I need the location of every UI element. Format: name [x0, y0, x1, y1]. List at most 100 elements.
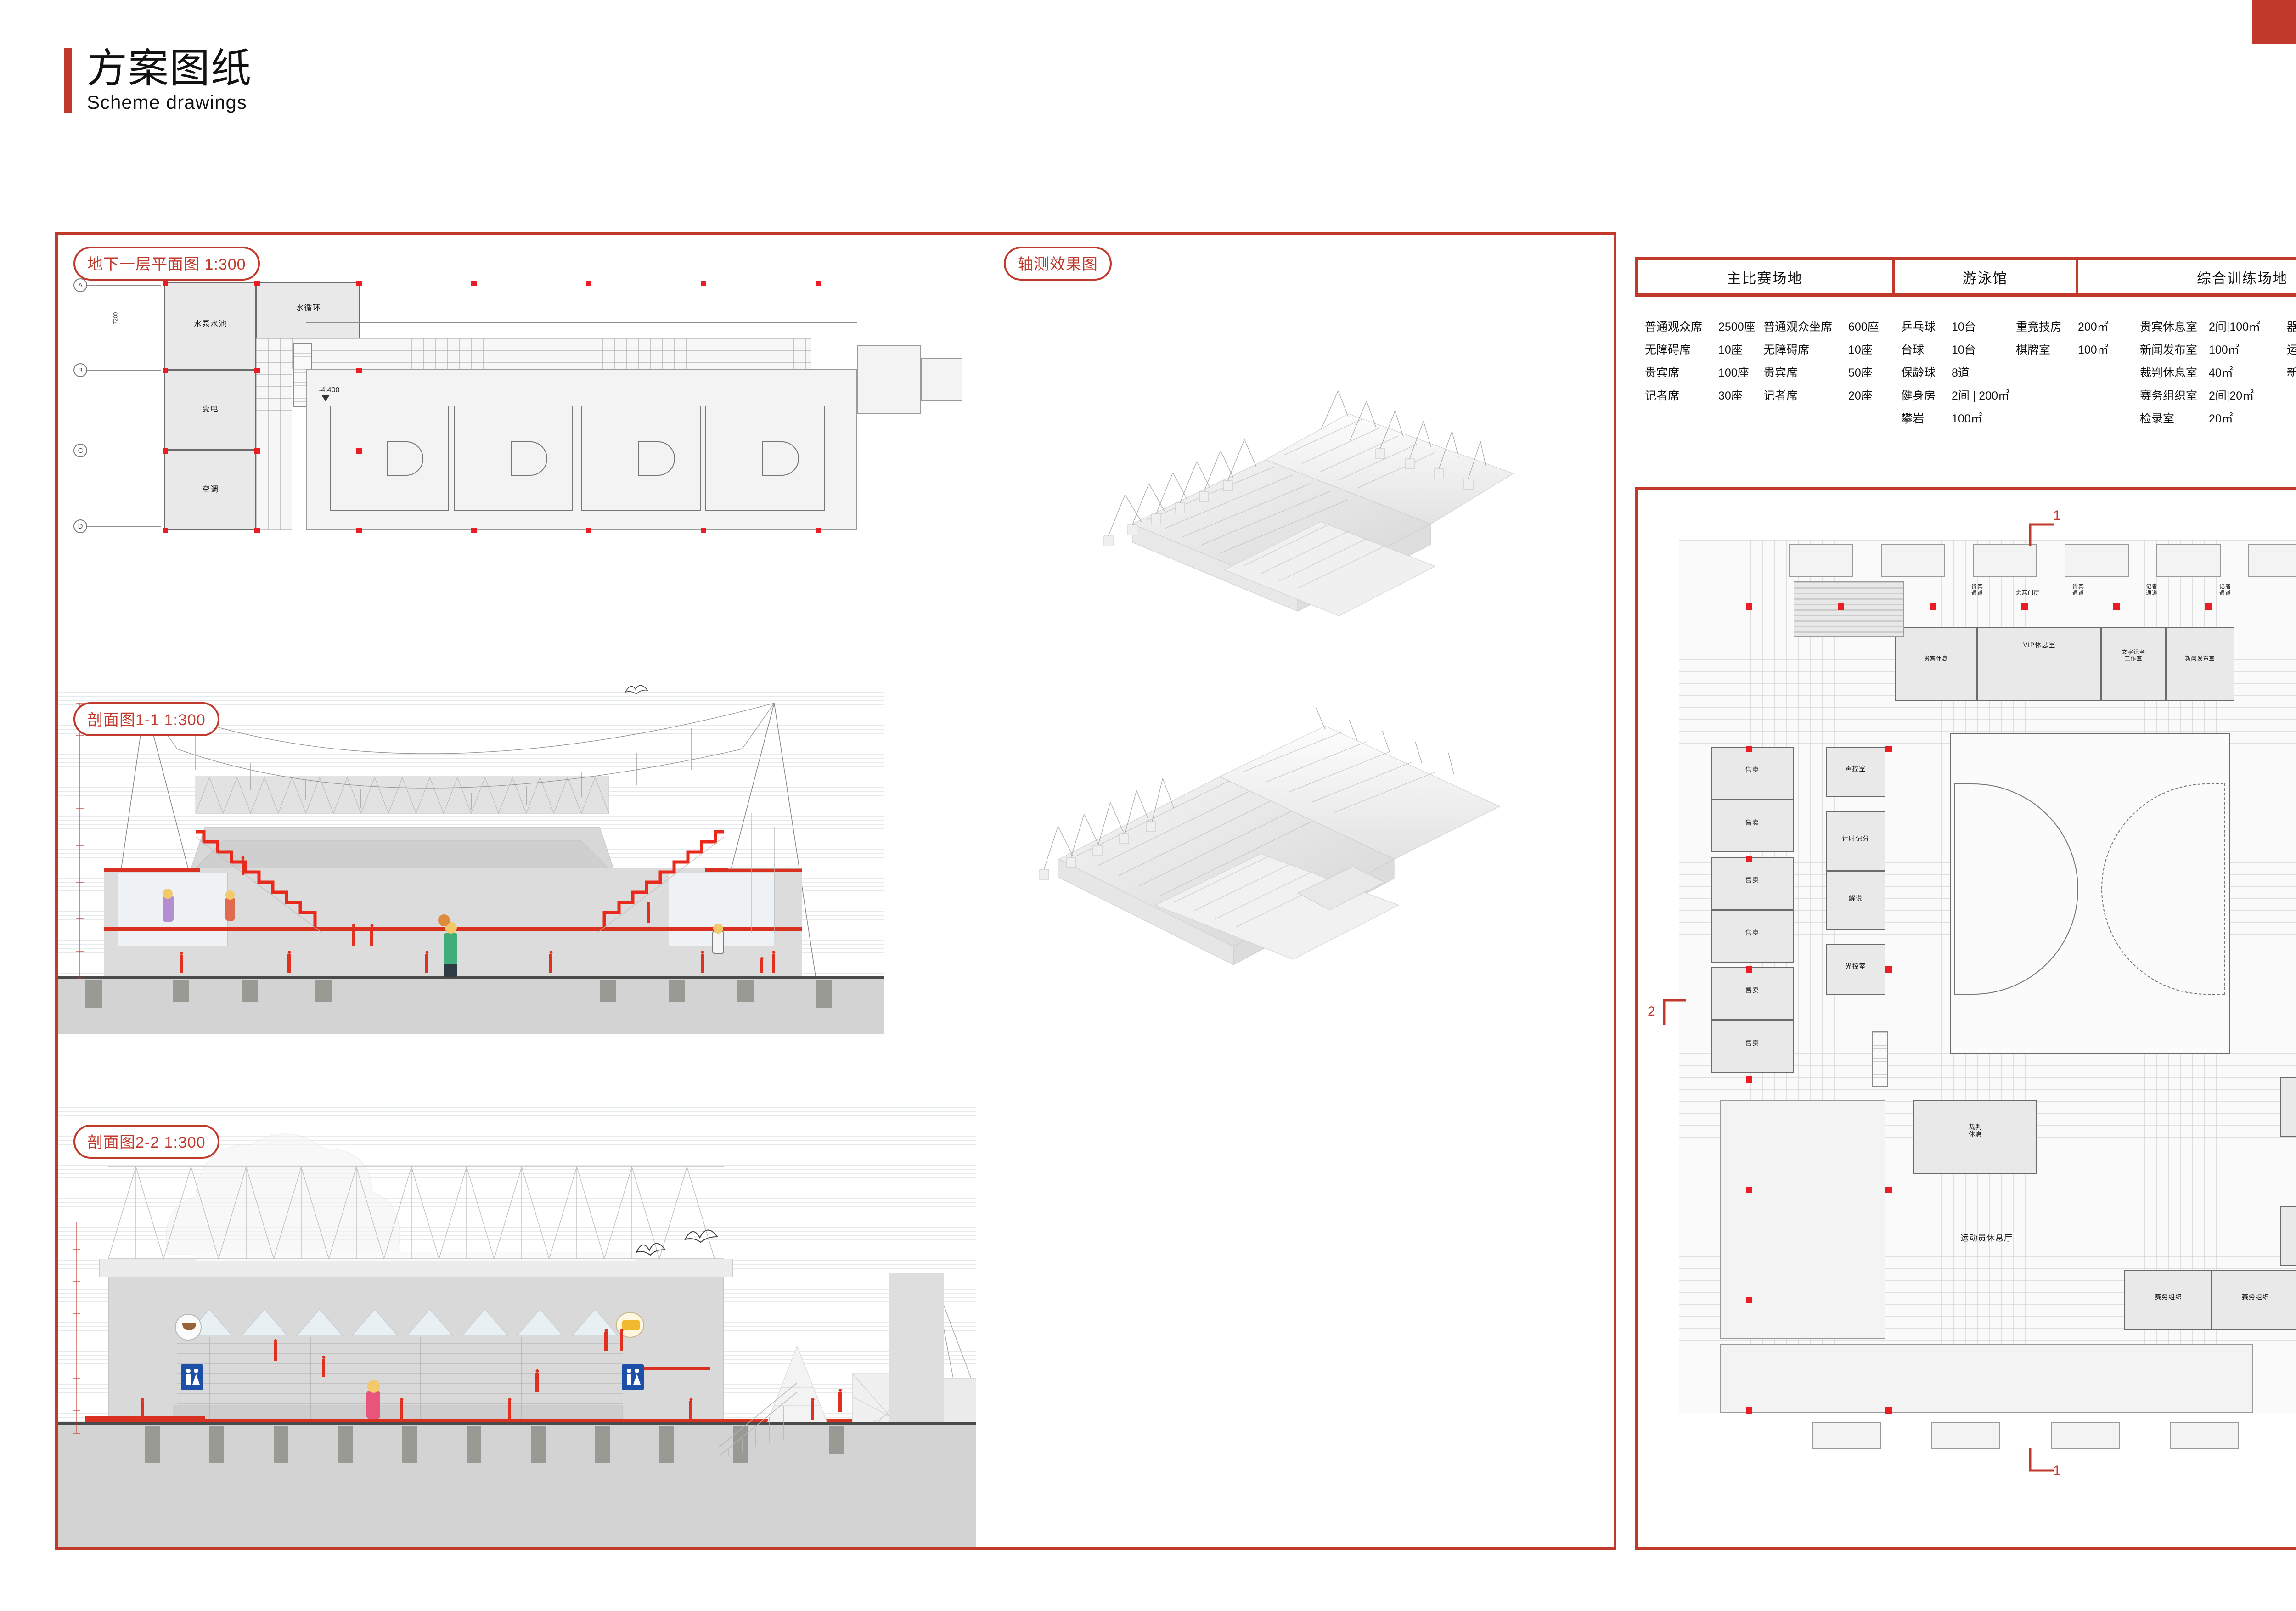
court-arc — [762, 441, 799, 476]
grid-bubble-d: D — [73, 519, 87, 533]
entrance-canopy-bottom — [1812, 1422, 1881, 1449]
spec-value: 20㎡ — [2209, 412, 2233, 425]
basketball-court — [454, 406, 573, 511]
basketball-court — [581, 406, 701, 511]
basketball-icon — [438, 914, 450, 926]
circulation-corridor — [292, 338, 811, 369]
dimension-text: 7200 — [112, 312, 119, 325]
spec-value: 50座 — [1848, 366, 1873, 379]
spec-value: 2间|100㎡ — [2209, 321, 2261, 333]
room-sound-control — [1826, 747, 1885, 797]
room-label: 售卖 — [1745, 819, 1759, 826]
left-drawing-panel: A B C D 7200 水泵水池 变电 空调 水循环 -4. — [55, 232, 1616, 1550]
scale-figure-head — [163, 889, 173, 899]
restroom-sign-icon — [181, 1364, 203, 1390]
spec-key: 器械室 — [2287, 321, 2296, 333]
structural-column — [254, 528, 260, 533]
tag-section-1-1: 剖面图1-1 1:300 — [73, 702, 219, 736]
spec-key: 贵宾休息室 — [2140, 321, 2198, 333]
room-label: 贵宾休息 — [1924, 655, 1948, 662]
scale-figure-colored — [225, 897, 235, 921]
grid-bubble-b: B — [73, 363, 87, 377]
scale-figure-head — [713, 924, 723, 934]
stair — [1872, 1031, 1888, 1087]
room-retail — [1711, 747, 1794, 800]
court-arc — [387, 441, 423, 476]
spec-key: 运动员休息室 — [2287, 344, 2296, 356]
spec-key: 赛务组织室 — [2140, 389, 2198, 402]
room-label: 赛务组织 — [2242, 1293, 2269, 1301]
page-title-block: 方案图纸 Scheme drawings — [64, 48, 252, 114]
scale-figure — [287, 954, 291, 973]
spec-key: 普通观众席 — [1645, 321, 1703, 333]
room-label: 售卖 — [1745, 1039, 1759, 1047]
structural-column — [163, 368, 168, 373]
entrance-canopy — [1881, 544, 1945, 577]
exterior-stair-svg — [719, 1382, 798, 1457]
spec-key: 攀岩 — [1901, 412, 1925, 425]
entrance-canopy-bottom — [1931, 1422, 2000, 1449]
structural-column — [254, 368, 260, 373]
structural-column — [163, 448, 168, 454]
scale-figure — [647, 905, 650, 923]
structural-column — [1885, 746, 1892, 752]
first-floor-plan-canvas: 篮球练习馆上空 -4.400 器械室 VIP休息室 文字记者 工作室 新闻发布室… — [1638, 490, 2296, 1547]
corridor-label-press: 记者 通道 — [2145, 583, 2158, 596]
spec-key: 无障碍席 — [1763, 344, 1810, 356]
spec-value: 10座 — [1718, 344, 1743, 356]
foundation-pier — [531, 1426, 546, 1463]
room-retail — [1711, 800, 1794, 852]
spec-table-header-row: 主比赛场地 游泳馆 综合训练场地 赛务 主场地设备 游泳馆设备 — [1635, 257, 2296, 297]
room-retail — [1711, 967, 1794, 1020]
room-label: 光控室 — [1845, 963, 1866, 970]
spec-value: 10台 — [1952, 321, 1976, 333]
spec-key: 新闻发布室 — [2140, 344, 2198, 356]
spec-key: 无障碍席 — [1645, 344, 1691, 356]
room-competition-organization — [2124, 1270, 2212, 1330]
room-equipment-maintenance — [2280, 1077, 2296, 1137]
room-press-broadcast — [2280, 1206, 2296, 1266]
scale-figure — [352, 927, 355, 946]
foundation-pier — [145, 1426, 160, 1463]
structural-column — [1885, 966, 1892, 973]
spec-value: 10台 — [1952, 344, 1976, 356]
scale-figure-head — [225, 890, 235, 900]
scale-figure — [141, 1401, 144, 1420]
structural-column — [1746, 1076, 1752, 1083]
corridor-label-vip: 贵宾 通道 — [1971, 583, 1983, 596]
spec-value: 100座 — [1718, 366, 1749, 379]
room-label: 空调 — [202, 485, 219, 494]
entrance-canopy-bottom — [2051, 1422, 2120, 1449]
structural-column — [356, 281, 362, 286]
foundation-pier — [209, 1426, 224, 1463]
section-marker-2-left: 2 — [1648, 1004, 1655, 1019]
spec-key: 棋牌室 — [2016, 344, 2051, 356]
coffee-icon — [175, 1314, 202, 1341]
axo-lower-svg — [1039, 707, 1501, 965]
structural-column — [471, 281, 477, 286]
scale-figure — [322, 1359, 325, 1377]
scale-figure — [838, 1392, 842, 1412]
foundation-pier — [85, 980, 102, 1008]
page-title-en: Scheme drawings — [87, 91, 247, 113]
plan-outline — [306, 322, 857, 323]
room-label: 器材维修 — [2282, 1100, 2296, 1108]
scale-figure — [508, 1401, 511, 1420]
structural-column — [254, 448, 260, 454]
room-timing-scoring — [1826, 811, 1885, 871]
highlighted-slab-line — [85, 1419, 930, 1424]
scale-figure-child — [760, 960, 763, 973]
spec-value: 20座 — [1848, 389, 1873, 402]
entrance-canopy — [2248, 544, 2296, 577]
entrance-canopy — [1973, 544, 2037, 577]
axo-upper-svg — [1103, 390, 1514, 616]
scale-figure — [549, 954, 552, 973]
scale-figure-mascot — [366, 1391, 380, 1419]
structural-column — [816, 528, 821, 533]
structural-column — [1746, 856, 1752, 862]
structural-column — [1746, 1297, 1752, 1303]
